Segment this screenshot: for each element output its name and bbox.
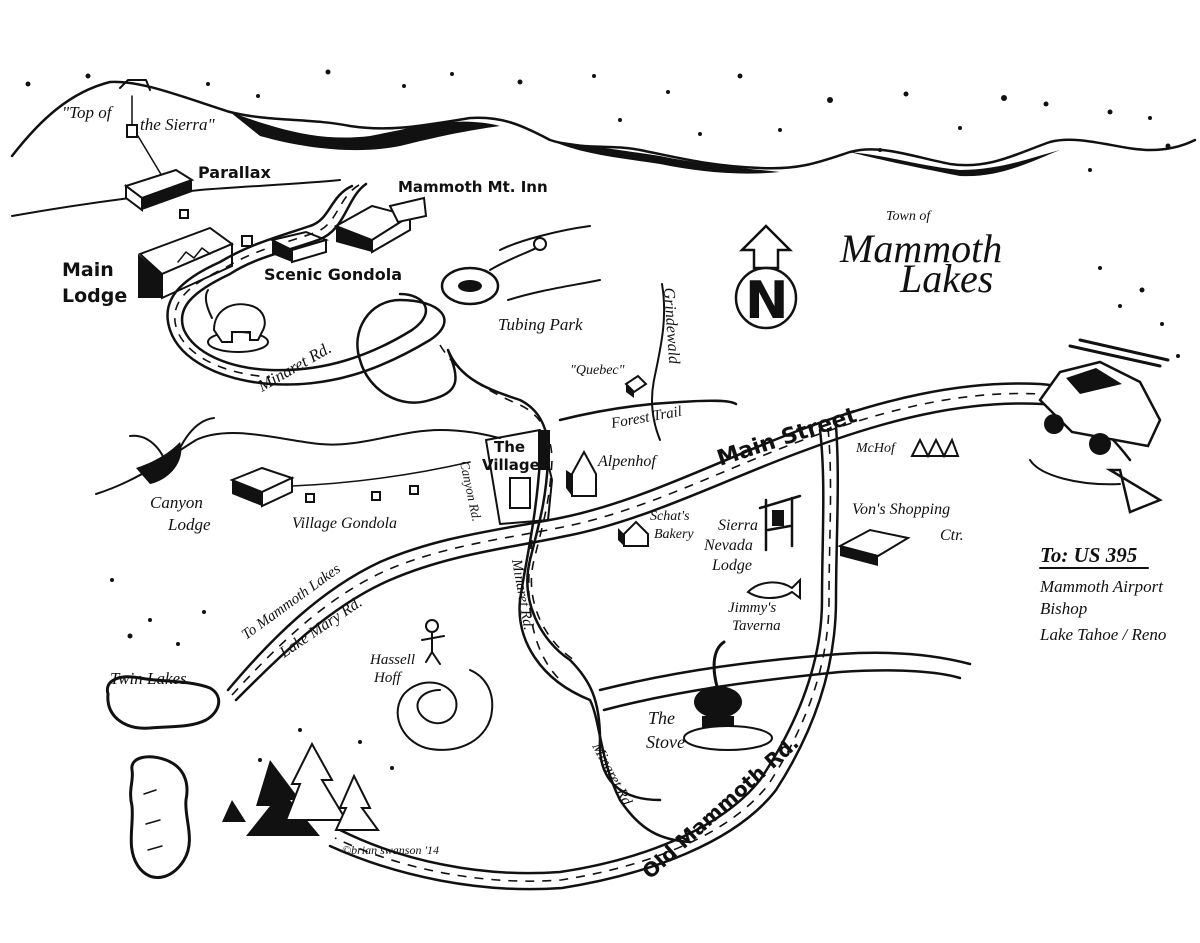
jimmys-label-2: Taverna	[732, 618, 781, 634]
quebec-label: "Quebec"	[570, 363, 625, 378]
minaret-rd-label-low: Minaret Rd.	[588, 739, 636, 811]
tubing-park-label: Tubing Park	[498, 315, 583, 334]
mammoth-mt-inn-label: Mammoth Mt. Inn	[398, 178, 548, 196]
canyon-lodge-building[interactable]	[229, 466, 295, 508]
compass-letter: N	[745, 271, 789, 331]
directions-line1: Mammoth Airport	[1039, 577, 1164, 596]
schats-bakery-building[interactable]	[618, 520, 649, 547]
main-lodge-building[interactable]	[138, 226, 235, 300]
mountain-range	[10, 80, 1197, 217]
tubing-park-icon[interactable]	[440, 225, 601, 306]
old-mammoth-rd-label: Old Mammoth Rd.	[637, 731, 803, 884]
artist-credit: ©brian swanson '14	[342, 843, 439, 857]
grindewald-label: Grindewald	[660, 287, 682, 365]
gondola-cabin-icon	[179, 209, 253, 247]
minaret-road-lower	[518, 458, 692, 844]
mchof-building[interactable]	[910, 437, 960, 459]
car-with-skis-icon	[1038, 338, 1170, 455]
compass-north-arrow-icon	[734, 224, 798, 330]
jimmys-label-1: Jimmy's	[728, 600, 776, 616]
vons-label-2: Ctr.	[940, 527, 964, 544]
town-of-label: Town of	[886, 209, 932, 224]
fish-sign-icon[interactable]	[746, 577, 801, 600]
forest-trail-road	[558, 399, 738, 422]
vons-shopping-building[interactable]	[837, 528, 911, 566]
hill-shadow	[136, 442, 182, 484]
gondola-cabin-icon	[305, 485, 419, 503]
the-village-label-1: The	[494, 438, 525, 456]
town-name-line2: Lakes	[899, 256, 993, 301]
canyon-rd-label: Canyon Rd.	[457, 460, 484, 523]
directions-heading: To: US 395	[1040, 543, 1137, 567]
hassell-label-1: Hassell	[369, 652, 415, 668]
twin-lakes-icon[interactable]	[105, 675, 221, 879]
sierra-nevada-label-2: Nevada	[703, 537, 753, 554]
alpenhof-building[interactable]	[566, 449, 597, 497]
minaret-road-upper	[166, 182, 662, 802]
wood-stove-icon[interactable]	[683, 640, 773, 751]
east-connector-road	[598, 651, 972, 712]
canyon-lodge-label-1: Canyon	[150, 493, 203, 512]
arrow-to-us395	[1105, 468, 1163, 514]
sierra-nevada-label-1: Sierra	[718, 517, 758, 534]
main-lodge-label-1: Main	[62, 259, 114, 281]
village-gondola-cable	[291, 461, 471, 487]
car-shadow-lines	[1029, 459, 1121, 486]
snow-dots	[25, 69, 1180, 770]
old-mammoth-road	[328, 424, 840, 891]
parallax-building[interactable]	[123, 168, 195, 212]
top-of-sierra-label-2: the Sierra"	[140, 115, 216, 134]
vons-label-1: Von's Shopping	[852, 501, 950, 518]
top-of-sierra-label-1: "Top of	[62, 103, 114, 122]
the-stove-label-1: The	[648, 708, 675, 728]
the-village-label-2: Village	[482, 456, 540, 474]
schats-label-1: Schat's	[650, 509, 690, 524]
scenic-gondola-label: Scenic Gondola	[264, 265, 402, 284]
main-street-road	[226, 382, 1163, 702]
grindewald-road	[651, 283, 666, 441]
hassell-label-2: Hoff	[373, 670, 403, 686]
the-stove-label-2: Stove	[646, 732, 685, 752]
alpenhof-label: Alpenhof	[597, 453, 658, 470]
palm-tree-icon	[129, 417, 215, 471]
schats-label-2: Bakery	[654, 527, 694, 542]
main-lodge-label-2: Lodge	[62, 285, 127, 307]
pine-tree-icon	[222, 741, 380, 836]
mchof-label: McHof	[855, 441, 897, 456]
sierra-nevada-lodge-building[interactable]	[758, 494, 802, 552]
parallax-label: Parallax	[198, 163, 272, 182]
hassell-hoff-spiral[interactable]	[396, 619, 494, 751]
sierra-nevada-label-3: Lodge	[711, 557, 752, 574]
directions-line3: Lake Tahoe / Reno	[1039, 625, 1166, 644]
mammoth-statue-icon[interactable]	[204, 289, 269, 353]
mammoth-mt-inn-building[interactable]	[333, 196, 428, 254]
village-gondola-label: Village Gondola	[292, 515, 397, 532]
top-of-sierra-station[interactable]	[119, 79, 163, 177]
canyon-lodge-label-2: Lodge	[167, 515, 211, 534]
town-name-line1: Mammoth	[839, 226, 1002, 271]
quebec-building[interactable]	[624, 374, 648, 398]
directions-line2: Bishop	[1040, 599, 1087, 618]
twin-lakes-label: Twin Lakes	[110, 669, 187, 688]
